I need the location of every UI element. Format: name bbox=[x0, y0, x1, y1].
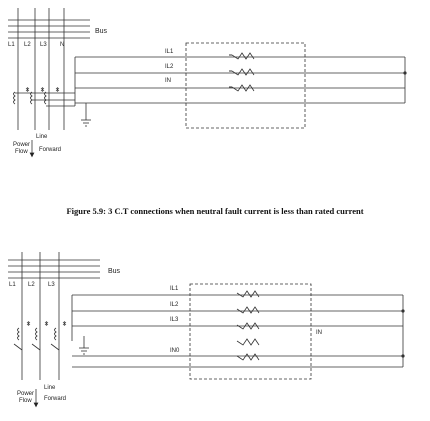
ct-coils-bottom bbox=[13, 327, 60, 351]
phase-label-l2-top: L2 bbox=[24, 42, 31, 48]
current-label-il1-top: IL1 bbox=[165, 49, 174, 55]
power-flow-label-bottom-2: Flow bbox=[19, 398, 32, 404]
current-label-il2-bottom: IL2 bbox=[170, 302, 179, 308]
figure-top bbox=[8, 8, 407, 158]
relay-box-top bbox=[185, 42, 306, 129]
phase-label-l2-bottom: L2 bbox=[28, 282, 35, 288]
phase-label-l1-bottom: L1 bbox=[9, 282, 16, 288]
current-label-il3-bottom: IL3 bbox=[170, 317, 179, 323]
figure-bottom bbox=[8, 252, 405, 408]
relay-elements-top bbox=[229, 52, 255, 92]
bus-label-top: Bus bbox=[95, 28, 108, 35]
ct-star-markers-bottom bbox=[26, 321, 67, 326]
secondary-wires-bottom bbox=[71, 294, 405, 368]
power-flow-label-top-2: Flow bbox=[15, 149, 28, 155]
power-flow-label-top-1: Power bbox=[13, 142, 30, 148]
ct-star-markers-top bbox=[25, 87, 60, 92]
right-current-label-bottom: IN bbox=[316, 330, 322, 336]
line-label-top: Line bbox=[36, 134, 48, 140]
forward-label-bottom: Forward bbox=[44, 396, 66, 402]
current-label-in0-bottom: IN0 bbox=[170, 348, 180, 354]
phase-label-n-top: N bbox=[60, 42, 64, 48]
relay-box-bottom bbox=[189, 283, 312, 380]
ct-coils-top bbox=[13, 91, 75, 107]
forward-label-top: Forward bbox=[39, 147, 61, 153]
relay-elements-bottom bbox=[236, 290, 260, 361]
line-label-bottom: Line bbox=[44, 385, 56, 391]
phase-conductors-bottom bbox=[21, 252, 60, 380]
current-label-in-top: IN bbox=[165, 78, 171, 84]
phase-label-l3-top: L3 bbox=[40, 42, 47, 48]
secondary-wires-top bbox=[74, 56, 407, 106]
figure-caption: Figure 5.9: 3 C.T connections when neutr… bbox=[66, 206, 364, 216]
bus-label-bottom: Bus bbox=[108, 268, 121, 275]
bus-bars-bottom bbox=[8, 259, 100, 279]
phase-label-l3-bottom: L3 bbox=[48, 282, 55, 288]
phase-conductors-top bbox=[17, 8, 65, 130]
power-flow-label-bottom-1: Power bbox=[17, 391, 34, 397]
current-label-il2-top: IL2 bbox=[165, 64, 174, 70]
phase-label-l1-top: L1 bbox=[8, 42, 15, 48]
earth-symbol-top bbox=[81, 103, 91, 127]
current-label-il1-bottom: IL1 bbox=[170, 286, 179, 292]
earth-symbol-bottom bbox=[79, 336, 89, 355]
